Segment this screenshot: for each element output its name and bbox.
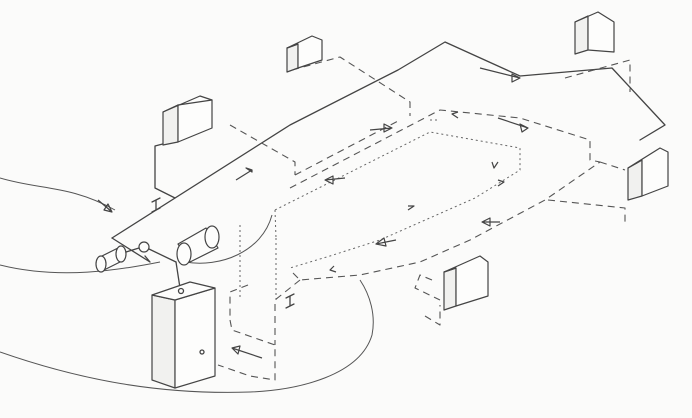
fan-hub: [138, 241, 150, 253]
fan-connector: [148, 248, 177, 263]
flow-arrow-6: [451, 111, 459, 119]
flow-arrow-8: [497, 179, 505, 187]
flow-arrow-13: [231, 345, 263, 359]
terminal-unit-2: [286, 35, 323, 73]
flow-arrow-1: [235, 167, 253, 181]
fan-left: [95, 245, 127, 273]
fan-shaft: [125, 247, 140, 253]
terminal-unit-4: [627, 147, 669, 201]
return-down: [239, 225, 277, 300]
fan-right: [176, 225, 220, 266]
duct-dashed-right-top: [564, 59, 631, 92]
supply-branch-left: [154, 139, 179, 199]
return-curve-bottom: [0, 279, 374, 393]
duct-dashed-loop-outer: [289, 109, 601, 281]
duct-dashed-top: [291, 56, 411, 116]
supply-curve-lower: [0, 261, 161, 274]
flow-arrow-11: [375, 237, 397, 247]
terminal-unit-1: [162, 95, 213, 146]
return-grille-marker-2: [285, 293, 295, 309]
supply-curve-upper: [0, 177, 116, 211]
flow-arrow-14: [97, 199, 113, 213]
terminal-unit-3: [574, 11, 615, 55]
flow-arrow-12: [329, 265, 337, 273]
terminal-unit-5: [443, 255, 489, 311]
flow-arrow-2: [479, 67, 521, 83]
flow-arrow-5: [324, 175, 346, 185]
duct-dashed-down: [217, 279, 301, 381]
duct-dashed-bottom: [414, 274, 441, 326]
flow-arrow-7: [491, 161, 499, 169]
unit-riser: [175, 261, 181, 289]
air-handling-unit: [151, 281, 216, 389]
supply-duct-main: [111, 41, 666, 239]
return-grille-marker-1: [151, 197, 161, 213]
return-loop: [274, 119, 521, 269]
flow-arrow-3: [497, 117, 529, 133]
flow-arrow-4: [369, 123, 393, 133]
duct-dashed-right-lower: [547, 161, 626, 222]
flow-arrow-9: [407, 205, 415, 211]
flow-arrow-10: [481, 217, 500, 227]
fan-curve-right: [184, 214, 273, 264]
